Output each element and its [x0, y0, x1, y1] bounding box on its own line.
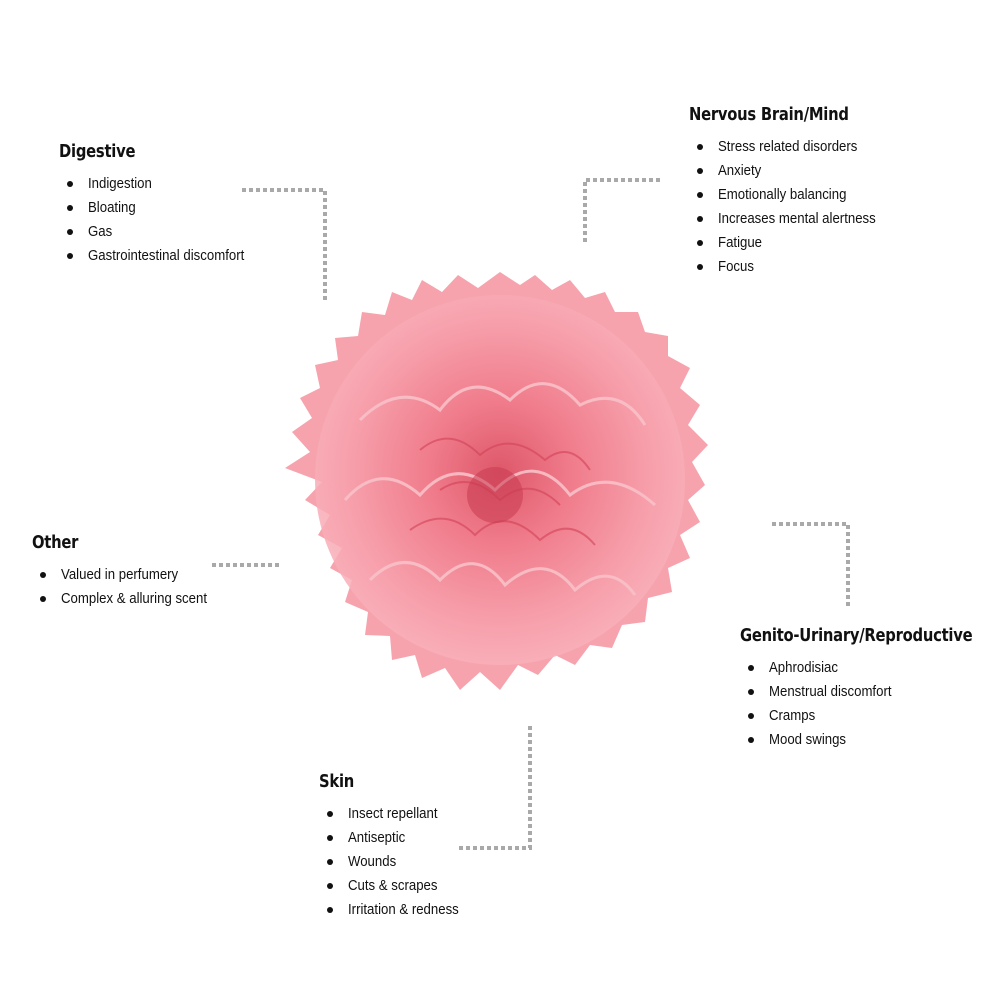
list-item: Gas [59, 220, 266, 244]
list-item: Valued in perfumery [32, 563, 227, 587]
group-title-digestive: Digestive [59, 141, 136, 162]
list-item: Stress related disorders [689, 135, 897, 159]
list-digestive: Indigestion Bloating Gas Gastrointestina… [59, 172, 266, 268]
list-item: Indigestion [59, 172, 266, 196]
list-other: Valued in perfumery Complex & alluring s… [32, 563, 227, 611]
list-item: Fatigue [689, 231, 897, 255]
connector-skin [458, 726, 532, 850]
group-genito-urinary: Genito-Urinary/Reproductive Aphrodisiac … [740, 625, 1000, 752]
list-nervous: Stress related disorders Anxiety Emotion… [689, 135, 897, 279]
list-item: Insect repellant [319, 802, 474, 826]
connector-digestive [242, 188, 327, 300]
list-item: Bloating [59, 196, 266, 220]
group-title-other: Other [32, 532, 79, 553]
connector-nervous [583, 178, 660, 245]
list-item: Cuts & scrapes [319, 874, 474, 898]
list-item: Aphrodisiac [740, 656, 1000, 680]
list-item: Antiseptic [319, 826, 474, 850]
group-title-genito-urinary: Genito-Urinary/Reproductive [740, 625, 973, 646]
list-item: Cramps [740, 704, 1000, 728]
list-item: Menstrual discomfort [740, 680, 1000, 704]
list-genito-urinary: Aphrodisiac Menstrual discomfort Cramps … [740, 656, 1000, 752]
group-skin: Skin Insect repellant Antiseptic Wounds … [319, 771, 474, 922]
list-skin: Insect repellant Antiseptic Wounds Cuts … [319, 802, 474, 922]
list-item: Focus [689, 255, 897, 279]
list-item: Mood swings [740, 728, 1000, 752]
connector-genito [772, 522, 850, 608]
pink-carnation-icon [285, 272, 708, 690]
list-item: Irritation & redness [319, 898, 474, 922]
group-nervous: Nervous Brain/Mind Stress related disord… [689, 104, 897, 279]
group-digestive: Digestive Indigestion Bloating Gas Gastr… [59, 141, 266, 268]
list-item: Anxiety [689, 159, 897, 183]
group-title-nervous: Nervous Brain/Mind [689, 104, 849, 125]
list-item: Emotionally balancing [689, 183, 897, 207]
group-other: Other Valued in perfumery Complex & allu… [32, 532, 227, 611]
list-item: Wounds [319, 850, 474, 874]
group-title-skin: Skin [319, 771, 355, 792]
list-item: Gastrointestinal discomfort [59, 244, 266, 268]
list-item: Complex & alluring scent [32, 587, 227, 611]
list-item: Increases mental alertness [689, 207, 897, 231]
